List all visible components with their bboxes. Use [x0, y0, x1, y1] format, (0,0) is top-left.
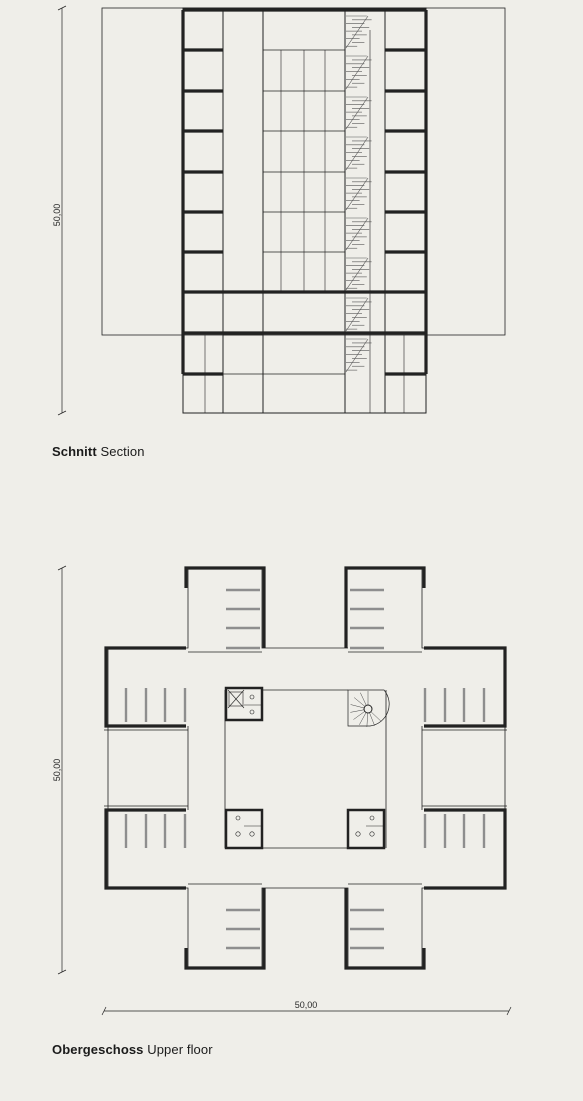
stair-stringer — [345, 136, 369, 171]
section-courtyard-mullions — [204, 30, 405, 413]
stair-stringer — [345, 177, 369, 211]
section-stairs — [345, 15, 372, 373]
section-caption: Schnitt Section — [52, 444, 145, 459]
spiral-stair — [347, 689, 390, 727]
plan-width-dimension: 50,00 — [295, 1000, 318, 1010]
section-floor-slabs — [181, 8, 428, 376]
stair-stringer — [345, 55, 369, 90]
plan-service-cores — [224, 686, 386, 850]
stair-stringer — [345, 257, 369, 291]
plan-height-dimension: 50,00 — [52, 759, 62, 782]
floor-plan-caption: Obergeschoss Upper floor — [52, 1042, 213, 1057]
plan-dimension-lines — [57, 565, 512, 1016]
stair-stringer — [345, 338, 369, 373]
plan-thick-walls — [104, 566, 507, 970]
plan-core-details — [227, 689, 384, 837]
section-ground-outline — [101, 7, 506, 336]
section-caption-german: Schnitt — [52, 444, 97, 459]
plan-shelving — [124, 588, 486, 950]
section-caption-english: Section — [100, 444, 145, 459]
plan-inner-outline — [104, 568, 507, 968]
core-bottom-right — [346, 808, 386, 850]
stair-stringer — [345, 297, 369, 332]
core-top-left — [224, 686, 264, 722]
section-dimension-line — [57, 5, 67, 416]
section-height-dimension: 50,00 — [52, 204, 62, 227]
core-bottom-left — [224, 808, 264, 850]
stair-stringer — [345, 96, 369, 130]
floor-plan-drawing — [57, 565, 512, 1016]
section-drawing — [57, 5, 506, 416]
section-courtyard-floors — [223, 49, 345, 375]
floor-plan-caption-german: Obergeschoss — [52, 1042, 144, 1057]
stair-stringer — [345, 15, 369, 49]
stair-stringer — [345, 217, 369, 251]
floor-plan-caption-english: Upper floor — [147, 1042, 213, 1057]
